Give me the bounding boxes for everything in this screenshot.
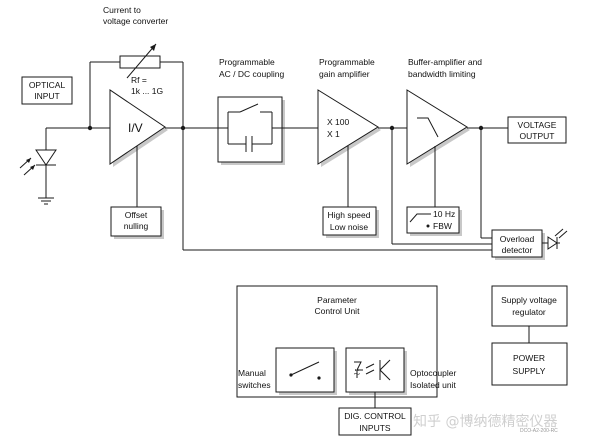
junction-dot — [87, 125, 93, 131]
optocoupler-box: ⍨ — [345, 347, 407, 395]
rf-label: Rf = — [131, 75, 147, 85]
svg-text:Offset: Offset — [125, 210, 148, 220]
svg-text:1k ... 1G: 1k ... 1G — [131, 86, 163, 96]
figure-code: DCO-A2-200-RC — [520, 428, 558, 434]
optocoupler-label: Optocoupler — [410, 368, 456, 378]
offset-nulling-box: Offset nulling — [110, 206, 164, 239]
buffer-amplifier — [406, 89, 470, 167]
acdc-coupling-block — [217, 96, 285, 165]
dig-control-inputs-box: DIG. CONTROL INPUTS — [338, 407, 412, 436]
bandwidth-select-box: 10 Hz FBW — [406, 206, 462, 236]
manual-switches-label: Manual — [238, 368, 266, 378]
svg-text:switches: switches — [238, 380, 271, 390]
svg-text:Supply voltage: Supply voltage — [501, 295, 557, 305]
photodiode-symbol — [35, 128, 57, 198]
svg-text:nulling: nulling — [124, 221, 149, 231]
feedback-resistor-rf — [89, 43, 184, 128]
svg-text:10 Hz: 10 Hz — [433, 209, 455, 219]
programmable-gain-amplifier: X 100 X 1 — [317, 89, 381, 167]
svg-text:X 100: X 100 — [327, 117, 349, 127]
svg-text:OUTPUT: OUTPUT — [520, 131, 555, 141]
svg-text:VOLTAGE: VOLTAGE — [518, 120, 557, 130]
svg-text:FBW: FBW — [433, 221, 452, 231]
high-speed-low-noise-box: High speed Low noise — [322, 206, 379, 238]
svg-text:I/V: I/V — [128, 121, 143, 135]
manual-switches-box — [275, 347, 337, 395]
pga-title: Programmable — [319, 57, 375, 67]
power-supply-box: POWER SUPPLY — [491, 342, 568, 386]
supply-voltage-regulator-box: Supply voltage regulator — [491, 285, 568, 327]
svg-text:Isolated unit: Isolated unit — [410, 380, 456, 390]
svg-text:POWER: POWER — [513, 353, 545, 363]
voltage-output-box: VOLTAGE OUTPUT — [507, 116, 567, 144]
svg-text:bandwidth limiting: bandwidth limiting — [408, 69, 476, 79]
current-converter-title: Current to — [103, 5, 141, 15]
ground-symbol-icon — [38, 197, 54, 205]
svg-text:detector: detector — [502, 245, 533, 255]
svg-text:INPUT: INPUT — [34, 91, 60, 101]
buffer-title: Buffer-amplifier and — [408, 57, 482, 67]
svg-text:DIG. CONTROL: DIG. CONTROL — [344, 411, 406, 421]
overload-led-icon — [542, 228, 568, 250]
watermark-text: 知乎 @博纳德精密仪器 — [413, 413, 557, 430]
svg-text:High speed: High speed — [327, 210, 370, 220]
svg-text:Control Unit: Control Unit — [315, 306, 361, 316]
incoming-light-arrows-icon — [19, 157, 36, 176]
svg-text:X 1: X 1 — [327, 129, 340, 139]
svg-text:SUPPLY: SUPPLY — [513, 366, 546, 376]
svg-text:OPTICAL: OPTICAL — [29, 80, 66, 90]
overload-detector-box: Overload detector — [491, 229, 545, 260]
svg-text:regulator: regulator — [512, 307, 546, 317]
svg-text:voltage converter: voltage converter — [103, 16, 168, 26]
svg-text:INPUTS: INPUTS — [359, 423, 391, 433]
optical-input-box: OPTICAL INPUT — [21, 76, 73, 105]
svg-text:Parameter: Parameter — [317, 295, 357, 305]
svg-text:gain amplifier: gain amplifier — [319, 69, 370, 79]
iv-converter-amplifier: I/V — [109, 89, 168, 167]
svg-text:AC / DC coupling: AC / DC coupling — [219, 69, 284, 79]
svg-text:Overload: Overload — [500, 234, 535, 244]
acdc-title: Programmable — [219, 57, 275, 67]
svg-text:Low noise: Low noise — [330, 222, 369, 232]
